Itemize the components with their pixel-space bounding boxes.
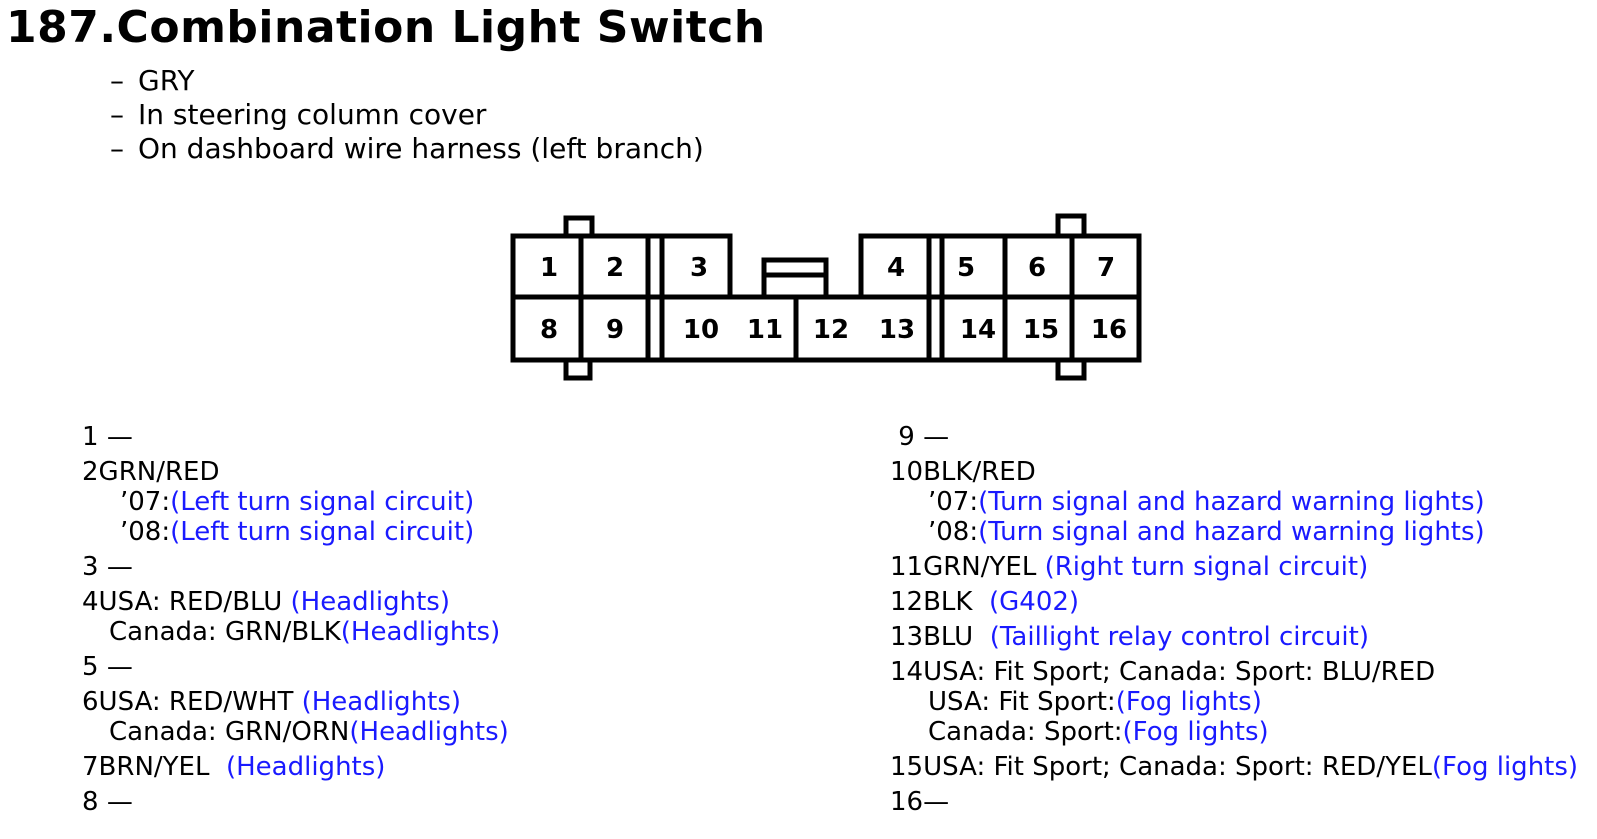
- pin-entry-5: 5 —: [82, 652, 133, 682]
- pin-entry-4: 4USA: RED/BLU (Headlights): [82, 587, 450, 617]
- pin-entry-10-year-08: ’08:(Turn signal and hazard warning ligh…: [928, 517, 1485, 547]
- pin-entry-3: 3 —: [82, 552, 133, 582]
- pin-label-2: 2: [606, 253, 624, 283]
- center-latch: [761, 257, 829, 300]
- pin-entry-14: 14USA: Fit Sport; Canada: Sport: BLU/RED: [890, 657, 1436, 687]
- pin-label-13: 13: [879, 315, 915, 345]
- pin-entry-4-canada: Canada: GRN/BLK(Headlights): [109, 617, 501, 647]
- connector-location: –In steering column cover: [110, 98, 487, 131]
- pin-entry-11: 11GRN/YEL (Right turn signal circuit): [890, 552, 1369, 582]
- pin-entry-12: 12BLK (G402): [890, 587, 1080, 617]
- pin-entry-6: 6USA: RED/WHT (Headlights): [82, 687, 462, 717]
- pin-label-16: 16: [1091, 315, 1127, 345]
- pin-label-3: 3: [690, 253, 708, 283]
- pin-entry-9: 9 —: [898, 422, 950, 452]
- connector-harness: –On dashboard wire harness (left branch): [110, 132, 704, 165]
- pin-list-left: 1 — 2GRN/RED ’07:(Left turn signal circu…: [82, 422, 509, 817]
- pin-label-1: 1: [540, 253, 558, 283]
- pin-entry-7: 7BRN/YEL (Headlights): [82, 752, 386, 782]
- pin-label-14: 14: [960, 315, 996, 345]
- pin-label-8: 8: [540, 315, 558, 345]
- connector-outline: [510, 233, 1142, 363]
- pin-list-right: 9 — 10BLK/RED ’07:(Turn signal and hazar…: [890, 422, 1578, 817]
- pin-label-5: 5: [957, 253, 975, 283]
- lock-tab-top-left: [563, 215, 595, 239]
- pin-entry-1: 1 —: [82, 422, 133, 452]
- pin-label-6: 6: [1028, 253, 1046, 283]
- pin-label-15: 15: [1023, 315, 1059, 345]
- pin-entry-2: 2GRN/RED: [82, 457, 220, 487]
- pin-label-11: 11: [747, 315, 783, 345]
- lock-tab-top-right: [1055, 213, 1087, 239]
- pin-entry-2-year-07: ’07:(Left turn signal circuit): [120, 487, 475, 517]
- pin-entry-14-usa: USA: Fit Sport:(Fog lights): [928, 687, 1262, 717]
- pin-entry-8: 8 —: [82, 787, 133, 817]
- page-title: 187.Combination Light Switch: [6, 2, 766, 53]
- lock-tab-bottom-left: [563, 357, 593, 381]
- pin-label-4: 4: [887, 253, 905, 283]
- connector-info-list: –GRY –In steering column cover –On dashb…: [110, 64, 704, 166]
- connector-diagram: 1 2 3 4 5 6 7 8 9 10 11 12 13 14 15 16: [510, 213, 1142, 381]
- pin-entry-15: 15USA: Fit Sport; Canada: Sport: RED/YEL…: [890, 752, 1579, 782]
- pin-entry-10: 10BLK/RED: [890, 457, 1036, 487]
- pin-entry-16: 16—: [890, 787, 950, 817]
- pin-label-7: 7: [1097, 253, 1115, 283]
- lock-tab-bottom-right: [1055, 357, 1087, 381]
- pin-entry-14-canada: Canada: Sport:(Fog lights): [928, 717, 1269, 747]
- pin-label-10: 10: [683, 315, 719, 345]
- connector-color: –GRY: [110, 64, 195, 97]
- pin-entry-2-year-08: ’08:(Left turn signal circuit): [120, 517, 475, 547]
- pin-label-9: 9: [606, 315, 624, 345]
- pin-entry-10-year-07: ’07:(Turn signal and hazard warning ligh…: [928, 487, 1485, 517]
- pin-label-12: 12: [813, 315, 849, 345]
- pin-entry-6-canada: Canada: GRN/ORN(Headlights): [109, 717, 509, 747]
- pin-entry-13: 13BLU (Taillight relay control circuit): [890, 622, 1369, 652]
